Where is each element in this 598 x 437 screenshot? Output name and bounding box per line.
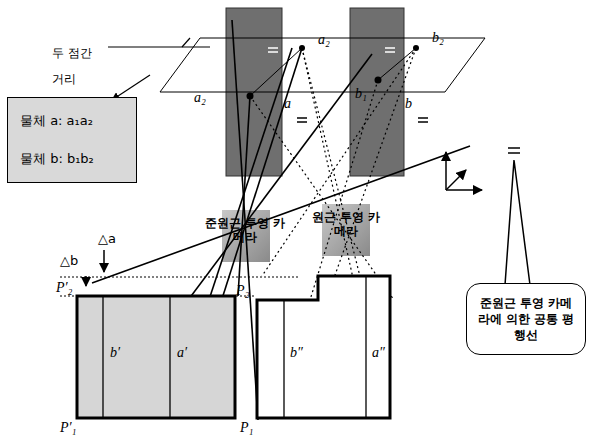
node-text: 물체 b: b₁b₂ — [20, 150, 124, 168]
image-segment — [283, 300, 284, 418]
equal-mark — [268, 48, 395, 52]
distance-label: 두 점간 거리 — [52, 40, 102, 93]
camera-label: 원근 투영 카메라 — [300, 210, 392, 239]
leader-line — [108, 46, 210, 47]
camera-label: 준원근 투영 카메라 — [192, 216, 298, 245]
image-segment — [365, 276, 366, 418]
image-plane — [77, 296, 235, 418]
point-label: P′₂ — [56, 280, 72, 295]
point-label: b₁ — [355, 86, 367, 101]
axes — [446, 152, 482, 190]
object-point — [247, 45, 420, 100]
image-label: b″ — [290, 345, 303, 360]
segment-label: a — [284, 96, 291, 111]
point-label: P₂ — [236, 283, 249, 298]
delta-arrow — [103, 250, 105, 272]
node-text: 준원근 투영 카메라 — [200, 216, 290, 245]
equal-mark — [297, 118, 520, 153]
delta-arrow — [85, 276, 87, 286]
callout-box: 준원근 투영 카메라에 의한 공통 평행선 — [466, 283, 586, 355]
image-plane — [257, 276, 390, 418]
image-label: b′ — [110, 345, 120, 360]
image-label: a′ — [177, 345, 187, 360]
node-text: 물체 a: a₁a₂ — [20, 112, 124, 130]
point-label: b₂ — [432, 30, 444, 45]
image-label: a″ — [372, 345, 385, 360]
leader-line — [182, 38, 190, 47]
projection-ray — [250, 48, 416, 418]
delta-label: △b — [60, 254, 78, 268]
node-text: 원근 투영 카메라 — [308, 210, 384, 239]
delta-label: △a — [98, 232, 116, 246]
node-text: 준원근 투영 카메라에 의한 공통 평행선 — [477, 295, 575, 344]
segment-label: b — [405, 96, 412, 111]
image-segment — [102, 296, 103, 418]
point-label: a₂ — [194, 90, 206, 105]
point-label: a₂ — [318, 32, 330, 47]
image-segment — [169, 296, 170, 418]
callout-tail — [505, 160, 530, 285]
reference-line — [60, 277, 300, 296]
object-box: 물체 a: a₁a₂ 물체 b: b₁b₂ — [7, 97, 137, 183]
point-label: P′₁ — [60, 420, 76, 435]
point-label: P₁ — [240, 420, 253, 435]
